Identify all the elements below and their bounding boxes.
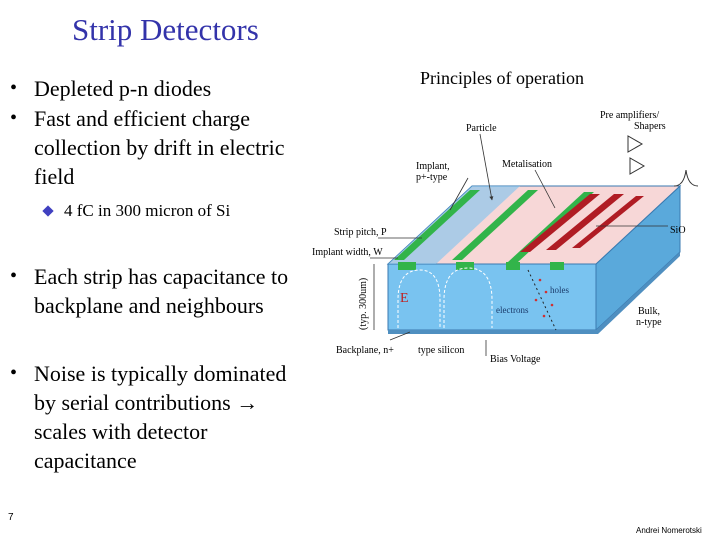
thickness-label: (typ. 300um) (358, 278, 369, 330)
metalisation-label: Metalisation (502, 159, 552, 170)
slide-title: Strip Detectors (72, 12, 259, 47)
holes-label: holes (550, 285, 569, 295)
bulk-label-line1: Bulk, (638, 306, 660, 317)
author-credit: Andrei Nomerotski (636, 526, 702, 535)
particle-label: Particle (466, 123, 497, 134)
pulse-shape-icon (673, 169, 699, 187)
amplifier-icon (629, 157, 646, 175)
metal-strip (520, 194, 600, 252)
implant-strip (394, 190, 480, 260)
implant-front (456, 262, 474, 270)
implant-pointer (449, 177, 469, 211)
implant-front (550, 262, 564, 270)
bulk-label-line2: n-type (636, 317, 662, 328)
charge-carriers (534, 278, 554, 318)
implant-label-line1: Implant, (416, 161, 450, 172)
type-silicon-label: type silicon (418, 345, 464, 356)
sio2-label: SiO (670, 225, 686, 236)
implant-front (506, 262, 520, 270)
bullet-text: Each strip has capacitance to backplane … (34, 264, 289, 318)
implant-front (398, 262, 416, 270)
preamps-label-line1: Pre amplifiers/ (600, 110, 659, 121)
top-face-shade (388, 186, 520, 264)
electrons-label: electrons (496, 305, 529, 315)
bullet-dot-icon: • (10, 107, 18, 129)
particle-pointer (479, 133, 494, 201)
bias-voltage-label: Bias Voltage (490, 354, 541, 365)
preamps-label-line2: Shapers (634, 121, 666, 132)
backplane-label: Backplane, n+ (336, 345, 394, 356)
metal-strip (572, 196, 644, 248)
e-field-label: E (400, 291, 409, 306)
bullet-text: Depleted p-n diodes (34, 76, 212, 101)
metal-strip (546, 194, 624, 250)
bullet-dot-icon: • (10, 265, 18, 287)
particle-track (527, 269, 557, 331)
metal-pointer (534, 169, 556, 209)
field-line (397, 269, 441, 328)
bullet-dot-icon: • (10, 77, 18, 99)
amplifier-icon (627, 135, 644, 153)
bullet-text: Fast and efficient charge collection by … (34, 106, 285, 189)
sub-bullet-text: 4 fC in 300 micron of Si (64, 201, 231, 220)
bullet-text: Noise is typically dominated by serial c… (34, 361, 287, 473)
strip-pitch-label: Strip pitch, P (334, 227, 387, 238)
figure-title: Principles of operation (420, 68, 584, 88)
implant-label-line2: p+-type (416, 172, 448, 183)
bullet-dot-icon: • (10, 362, 18, 384)
implant-strip (452, 190, 538, 260)
backplane-pointer (389, 331, 411, 341)
field-line (443, 267, 493, 328)
page-number: 7 (8, 512, 14, 523)
implant-width-label: Implant width, W (312, 247, 383, 258)
